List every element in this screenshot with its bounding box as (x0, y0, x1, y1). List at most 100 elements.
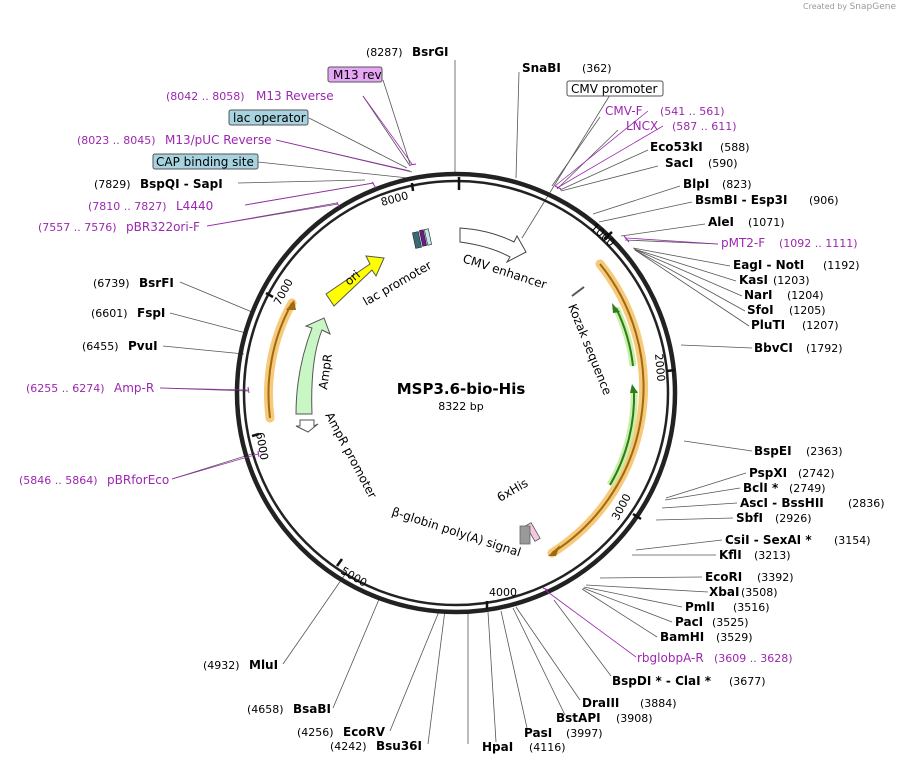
site-label: KflI (719, 548, 742, 562)
site-label: EcoRI (705, 570, 742, 584)
primer-label: CMV-F (605, 104, 643, 118)
site-label: BspQI - SapI (140, 177, 223, 191)
primer-label: LNCX (626, 119, 658, 133)
site-position: (3392) (757, 571, 794, 584)
m13-rev-box (327, 66, 383, 83)
orf-arrowhead-icon (286, 300, 296, 310)
ampr-promoter-label: AmpR promoter (322, 410, 379, 501)
tick-label: 1000 (588, 221, 617, 250)
ampr-label: AmpR (316, 353, 335, 390)
site-label: PluTI (751, 318, 785, 332)
site-position: (1192) (823, 259, 860, 272)
primer-range: (541 .. 561) (660, 105, 725, 118)
primer-label: L4440 (176, 199, 213, 213)
cap-site-box (424, 228, 432, 246)
site-label: NarI (744, 288, 773, 302)
site-label: BsmBI - Esp3I (695, 193, 787, 207)
site-position: (3525) (712, 616, 749, 629)
primer-label: M13 Reverse (256, 89, 334, 103)
primer-range: (3609 .. 3628) (714, 652, 793, 665)
primer-range: (7557 .. 7576) (38, 221, 117, 234)
primer-label: rbglobpA-R (637, 651, 704, 665)
site-position: (3516) (733, 601, 770, 614)
green-arrowhead-icon (630, 384, 638, 393)
primer-label: M13/pUC Reverse (165, 133, 272, 147)
site-label: PspXI (749, 466, 787, 480)
site-label: PmlI (685, 600, 715, 614)
site-position: (1205) (789, 304, 826, 317)
lac-operator-box (419, 229, 427, 247)
site-position: (3677) (729, 675, 766, 688)
site-position: (4658) (247, 703, 284, 716)
primer-label: pBR322ori-F (126, 220, 200, 234)
site-position: (3154) (834, 534, 871, 547)
polya-box (519, 525, 531, 545)
site-position: (6455) (82, 340, 119, 353)
site-position: (1204) (787, 289, 824, 302)
site-position: (1071) (748, 216, 785, 229)
tick-label: 8000 (379, 189, 409, 209)
site-label: PasI (524, 726, 552, 740)
his-label: 6xHis (495, 476, 531, 505)
site-position: (1203) (773, 274, 810, 287)
site-label: CsiI - SexAI * (725, 533, 812, 547)
site-label: BclI * (743, 481, 779, 495)
kozak-label: Kozak sequence (565, 302, 614, 397)
site-label: BstAPI (556, 711, 601, 725)
tick-label: 2000 (652, 353, 667, 382)
cap-binding-label: CAP binding site (156, 155, 254, 169)
site-position: (823) (722, 178, 752, 191)
cmv-promoter-box (566, 80, 664, 97)
lac-operator-box-label-bg (228, 109, 309, 126)
site-position: (590) (708, 157, 738, 170)
site-position: (3529) (716, 631, 753, 644)
primer-range: (5846 .. 5864) (19, 474, 98, 487)
primer-label: Amp-R (114, 381, 154, 395)
lac-promoter-box (412, 231, 422, 249)
site-label: BsrGI (412, 45, 449, 59)
site-label: BsaBI (293, 702, 331, 716)
site-label: DraIII (582, 696, 619, 710)
site-label: BbvCI (754, 341, 793, 355)
site-position: (2749) (789, 482, 826, 495)
site-label: SacI (665, 156, 693, 170)
site-position: (6739) (93, 277, 130, 290)
ampr-promoter-arrow (295, 419, 319, 433)
site-label: Bsu36I (376, 739, 422, 753)
site-position: (7829) (94, 178, 131, 191)
primer-range: (1092 .. 1111) (779, 237, 858, 250)
primer-leaders (159, 95, 719, 658)
primer-label: pMT2-F (721, 236, 765, 250)
site-label: XbaI (709, 585, 739, 599)
site-label: FspI (137, 306, 165, 320)
site-position: (3213) (754, 549, 791, 562)
site-label: BamHI (660, 630, 704, 644)
backbone-inner (242, 179, 670, 607)
site-label: EagI - NotI (733, 258, 804, 272)
site-position: (2363) (806, 445, 843, 458)
site-position: (3997) (566, 727, 603, 740)
plasmid-size: 8322 bp (438, 400, 483, 413)
site-label: HpaI (482, 740, 513, 754)
site-label: BspEI (754, 444, 792, 458)
primer-range: (587 .. 611) (672, 120, 737, 133)
cmv-enhancer-arrow (459, 227, 527, 264)
tick-label: 4000 (489, 586, 517, 599)
site-position: (3508) (741, 586, 778, 599)
ori-arrow (325, 255, 385, 307)
site-position: (588) (720, 141, 750, 154)
bglobin-label: β-globin poly(A) signal (390, 505, 523, 560)
site-label: KasI (739, 273, 768, 287)
cmv-enhancer-label: CMV enhancer (461, 252, 548, 292)
site-label: SfoI (747, 303, 774, 317)
site-label: EcoRV (343, 725, 386, 739)
site-position: (4932) (203, 659, 240, 672)
site-position: (2836) (848, 497, 885, 510)
green-arc-2 (609, 389, 636, 486)
tick-marks (251, 182, 676, 609)
site-position: (3908) (616, 712, 653, 725)
site-label: AleI (708, 215, 734, 229)
primer-range: (8023 .. 8045) (77, 134, 156, 147)
cmv-promoter-label: CMV promoter (571, 82, 658, 96)
